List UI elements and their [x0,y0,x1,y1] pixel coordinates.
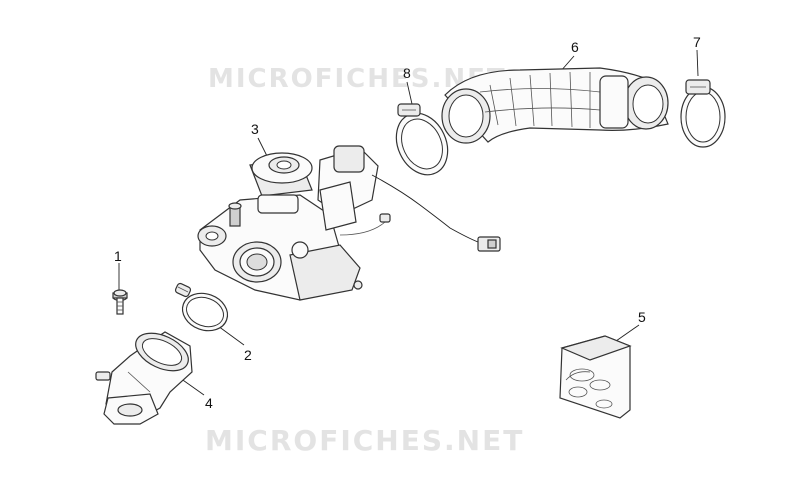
intake-manifold [95,331,193,425]
leader-lines [118,49,699,396]
callout-6: 6 [571,39,579,55]
callout-3: 3 [251,121,259,137]
callout-5: 5 [638,309,646,325]
callout-7: 7 [693,34,701,50]
bolt-part [112,289,128,315]
hose-clamp-8 [395,103,449,176]
air-intake-hose [441,67,669,144]
callout-4: 4 [205,395,213,411]
watermark-bottom: MICROFICHES.NET [205,424,525,457]
hose-clamp-7 [680,79,726,148]
carburetor [197,145,501,301]
hose-clamp-2 [174,282,229,332]
callout-2: 2 [244,347,252,363]
gasket-kit-bag [559,335,632,419]
callout-8: 8 [403,65,411,81]
callout-1: 1 [114,248,122,264]
